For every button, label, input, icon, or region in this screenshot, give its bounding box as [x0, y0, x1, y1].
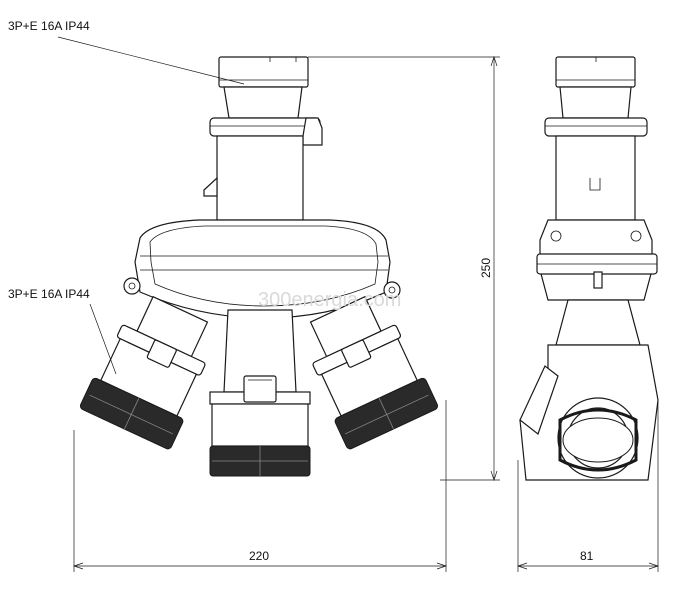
front-hub [123, 219, 401, 319]
sockets-label: 3P+E 16A IP44 [8, 287, 90, 301]
height-dimension: 250 [479, 258, 493, 278]
front-view [79, 56, 439, 477]
top-plug-label: 3P+E 16A IP44 [8, 19, 90, 33]
watermark: 300energia.com [258, 289, 401, 311]
front-top-plug [203, 56, 323, 221]
side-view [519, 56, 659, 481]
width-side-dimension: 81 [580, 549, 594, 563]
front-middle-socket [209, 309, 311, 477]
front-left-socket [79, 295, 209, 450]
dimension-lines [57, 36, 660, 572]
front-right-socket [309, 295, 439, 450]
width-front-dimension: 220 [249, 549, 269, 563]
